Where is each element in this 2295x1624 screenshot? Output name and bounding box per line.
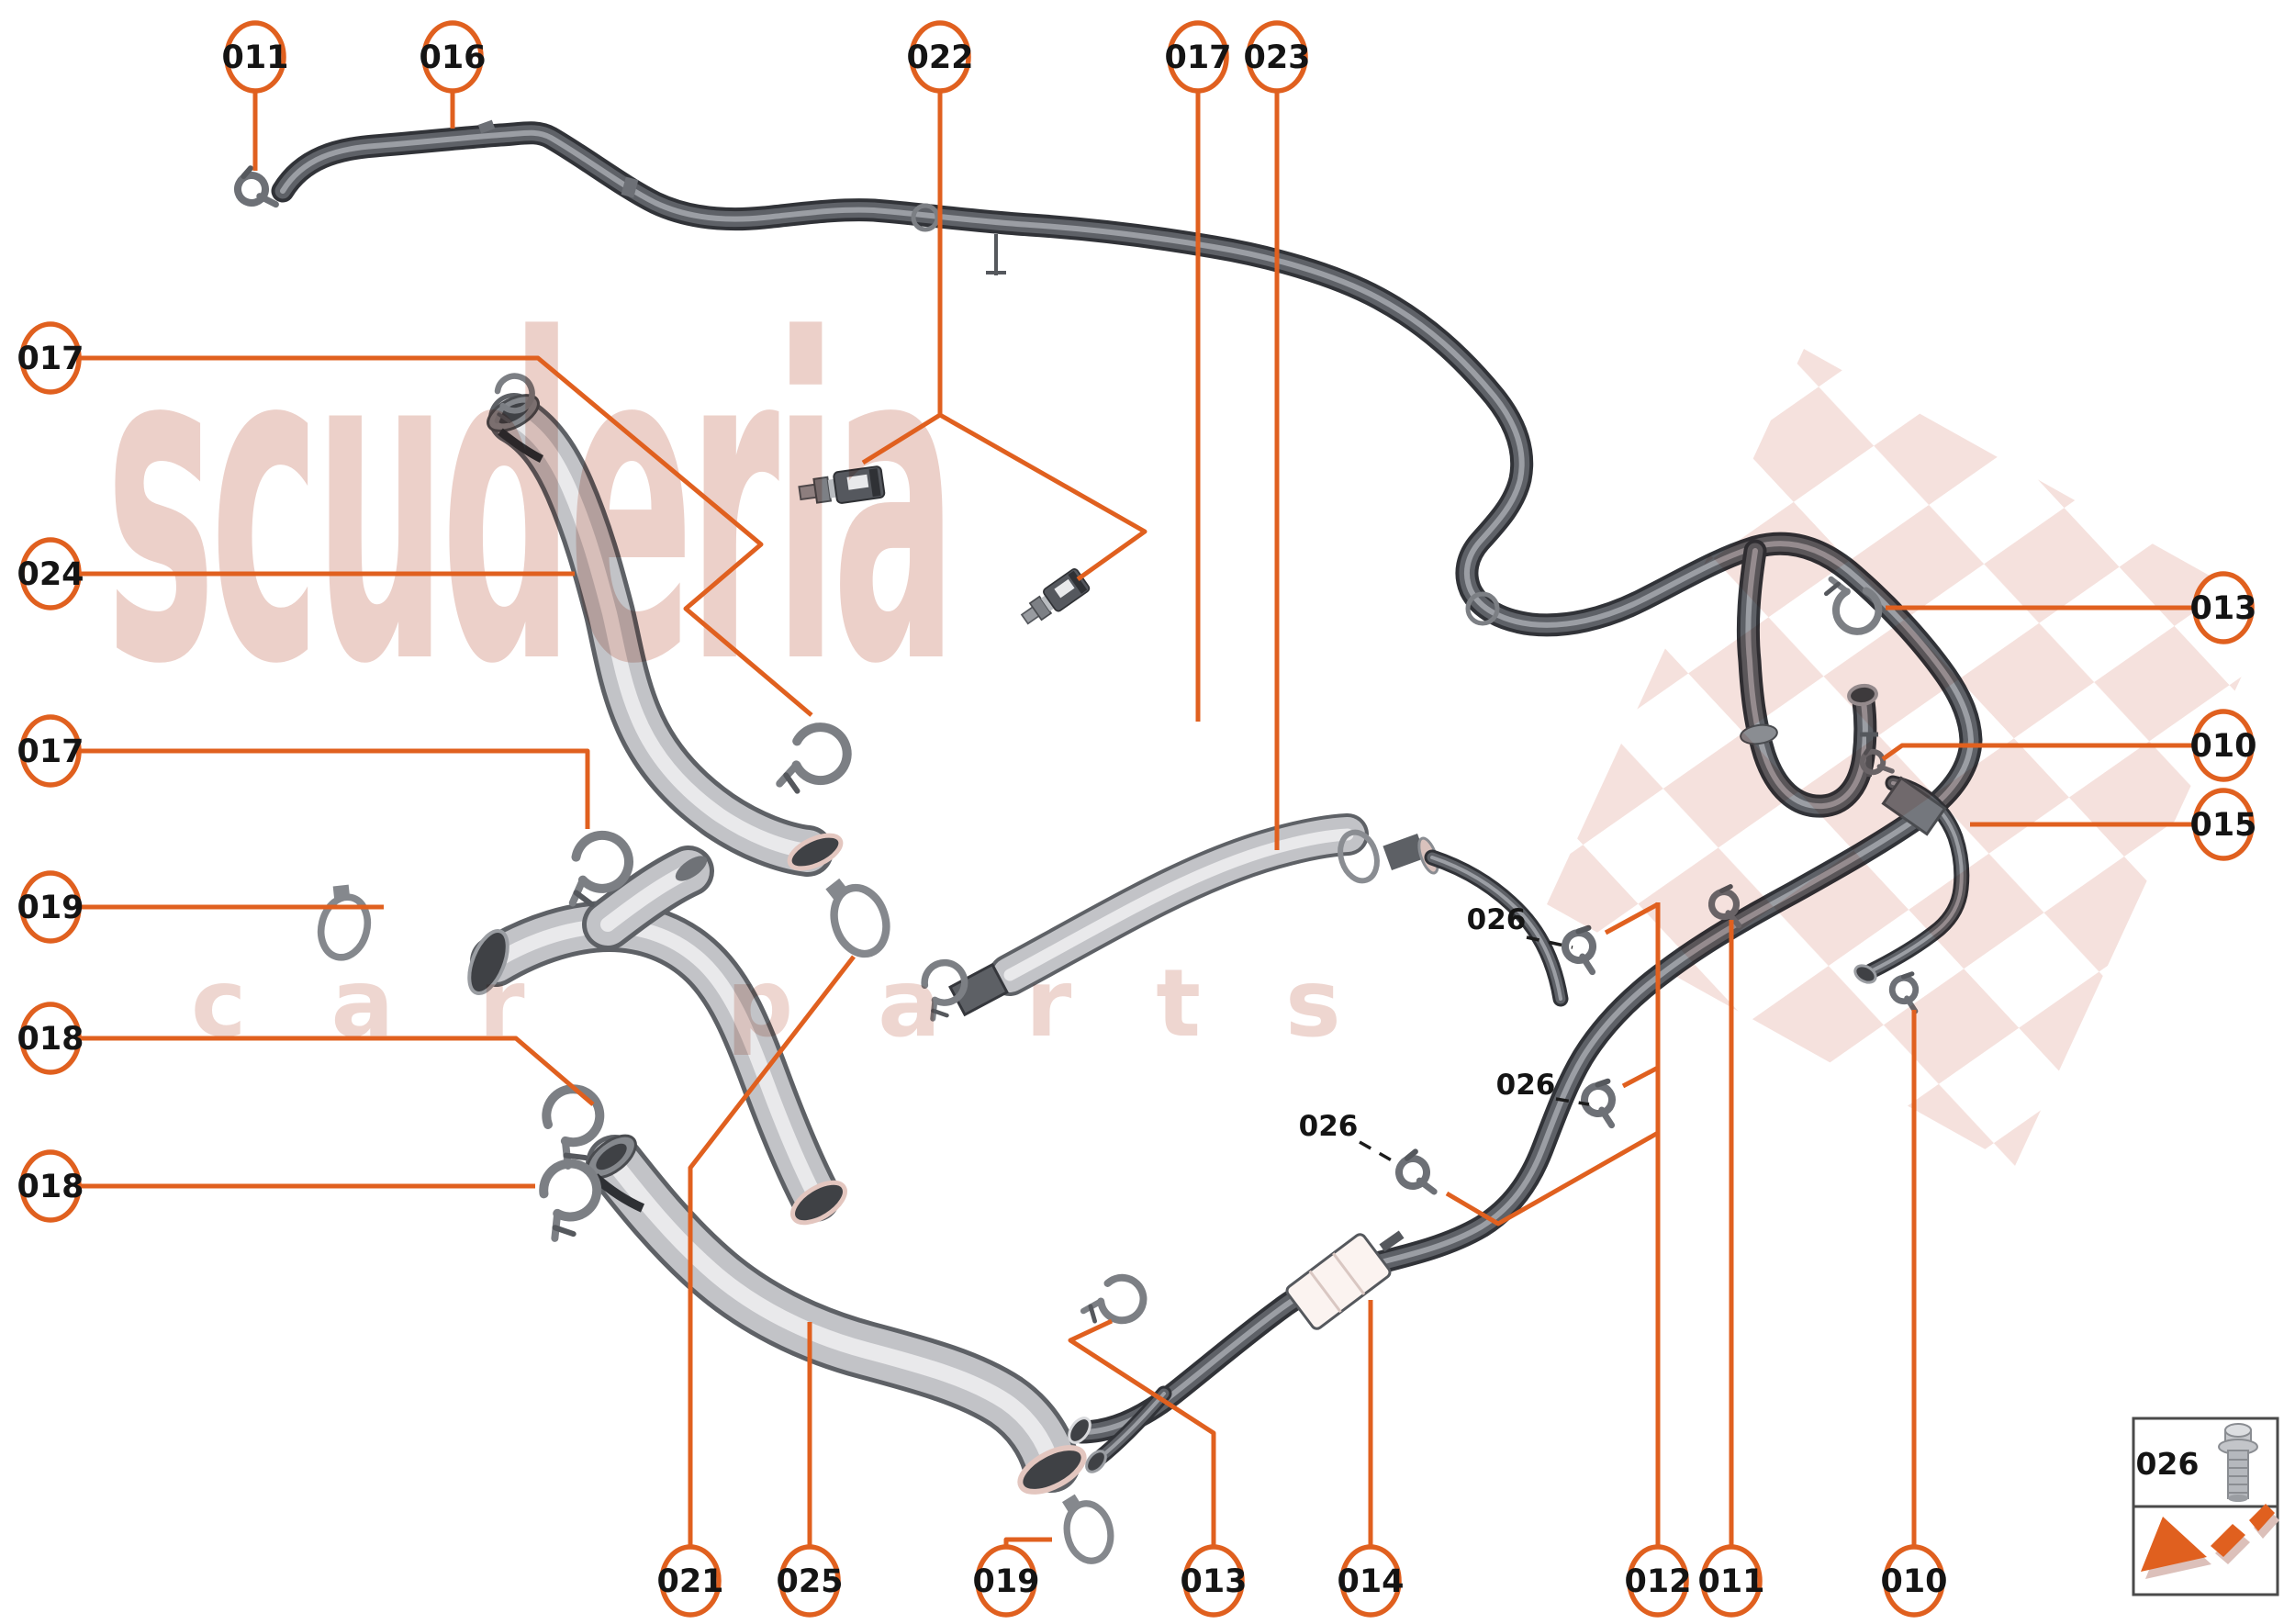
- inline-part-labels: 026 026 026: [1299, 903, 1556, 1143]
- svg-text:011: 011: [1697, 1563, 1764, 1600]
- leader-019-bottom: [1003, 1537, 1052, 1545]
- leader-017-left-upper: [77, 355, 813, 717]
- svg-text:023: 023: [1243, 39, 1310, 76]
- part-callouts: 011 016 022 017 023 017 024 017 019 018 018 013 010 0…: [17, 20, 2257, 1618]
- pipe-clip: [621, 176, 639, 198]
- hose-mouth: [787, 833, 844, 871]
- legend-item-label: 026: [2136, 1446, 2200, 1482]
- dash-026-c: [1359, 1140, 1399, 1166]
- hose-arm-tip: [675, 856, 708, 881]
- callout-017[interactable]: 017: [1164, 20, 1232, 94]
- svg-text:021: 021: [656, 1563, 723, 1600]
- callout-011[interactable]: 011: [1697, 1544, 1765, 1618]
- callout-013[interactable]: 013: [2189, 571, 2257, 644]
- svg-text:019: 019: [17, 890, 84, 926]
- svg-text:011: 011: [221, 39, 288, 76]
- svg-text:019: 019: [972, 1563, 1039, 1600]
- leader-017-left-lower: [77, 748, 590, 829]
- legend-box: 026: [2132, 1417, 2279, 1596]
- dashed-pointers: [1359, 935, 1590, 1166]
- svg-text:017: 017: [17, 734, 84, 770]
- connector-elbow: [1430, 856, 1562, 1001]
- svg-text:010: 010: [1880, 1563, 1947, 1600]
- svg-text:017: 017: [1164, 39, 1231, 76]
- svg-text:018: 018: [17, 1021, 84, 1058]
- callout-022[interactable]: 022: [906, 20, 974, 94]
- callout-018[interactable]: 018: [17, 1149, 84, 1223]
- leader-022: [861, 91, 1148, 582]
- svg-text:014: 014: [1337, 1563, 1404, 1600]
- svg-text:010: 010: [2189, 728, 2256, 765]
- callout-018[interactable]: 018: [17, 1002, 84, 1075]
- inline-label-026-1: 026: [1467, 903, 1527, 936]
- callout-019[interactable]: 019: [17, 870, 84, 944]
- callout-014[interactable]: 014: [1337, 1544, 1405, 1618]
- callout-013[interactable]: 013: [1180, 1544, 1248, 1618]
- watermark-sub-text: car parts: [191, 949, 1426, 1058]
- callout-025[interactable]: 025: [776, 1544, 844, 1618]
- callout-019[interactable]: 019: [972, 1544, 1040, 1618]
- callout-010[interactable]: 010: [1880, 1544, 1948, 1618]
- hose-y-body: [488, 918, 823, 1204]
- callout-023[interactable]: 023: [1243, 20, 1311, 94]
- callout-010[interactable]: 010: [2189, 709, 2257, 782]
- svg-text:015: 015: [2189, 807, 2256, 844]
- leader-lines: [77, 91, 2197, 1545]
- leader-012: [1445, 902, 1661, 1545]
- callout-016[interactable]: 016: [419, 20, 487, 94]
- hose-mouth: [1017, 1445, 1087, 1495]
- pipe-clip: [1379, 1230, 1405, 1252]
- hose-023: [1003, 828, 1354, 981]
- hose-opening-inner: [596, 1143, 627, 1170]
- svg-text:018: 018: [17, 1169, 84, 1205]
- hose-024: [507, 411, 815, 858]
- coolant-pipe-main: [280, 129, 1975, 1435]
- pipe-hanger-ring: [911, 203, 940, 232]
- leader-018-upper: [77, 1036, 595, 1106]
- callout-021[interactable]: 021: [656, 1544, 724, 1618]
- pipe-pin: [986, 234, 1006, 275]
- svg-text:012: 012: [1624, 1563, 1691, 1600]
- pipe-hanger-ring: [1465, 591, 1500, 626]
- hose-mouth: [790, 1180, 847, 1226]
- seal-ring: [1338, 829, 1380, 884]
- inline-label-026-2: 026: [1496, 1069, 1556, 1102]
- callout-024[interactable]: 024: [17, 537, 84, 610]
- svg-text:017: 017: [17, 341, 84, 377]
- watermark: scuderia car parts: [106, 247, 2272, 1166]
- parts-illustration: [232, 119, 1983, 1565]
- hose-end-fitting: [1383, 834, 1427, 870]
- svg-text:013: 013: [1180, 1563, 1247, 1600]
- legend-item-cell: [2132, 1417, 2279, 1508]
- callout-011[interactable]: 011: [221, 20, 289, 94]
- inline-label-026-3: 026: [1299, 1110, 1359, 1143]
- hose-mouth: [467, 929, 509, 995]
- watermark-brand-text: scuderia: [106, 247, 952, 760]
- callout-015[interactable]: 015: [2189, 788, 2257, 861]
- pipe-mouth: [1085, 1450, 1107, 1473]
- hose-021-025: [607, 1156, 1059, 1472]
- flange-bolt-icon: [2218, 1423, 2258, 1502]
- svg-text:016: 016: [419, 39, 486, 76]
- leader-013-bottom: [1068, 1318, 1216, 1545]
- pipe-mouth: [1068, 1417, 1092, 1444]
- junction-connector-014: [1285, 1233, 1392, 1330]
- svg-text:025: 025: [776, 1563, 843, 1600]
- callout-017[interactable]: 017: [17, 321, 84, 395]
- callout-012[interactable]: 012: [1624, 1544, 1692, 1618]
- dash-026-a: [1526, 935, 1573, 949]
- exploded-direction-arrow-icon: [2141, 1504, 2279, 1579]
- checkered-flag-watermark: [1547, 349, 2272, 1166]
- callout-017[interactable]: 017: [17, 714, 84, 788]
- leader-010-right: [1881, 743, 2197, 762]
- svg-text:013: 013: [2189, 590, 2256, 627]
- hose-band: [498, 428, 544, 464]
- svg-text:024: 024: [17, 556, 84, 593]
- pipe-clip: [477, 119, 496, 134]
- leader-021: [688, 955, 856, 1545]
- svg-text:022: 022: [906, 39, 973, 76]
- dash-026-b: [1555, 1097, 1590, 1106]
